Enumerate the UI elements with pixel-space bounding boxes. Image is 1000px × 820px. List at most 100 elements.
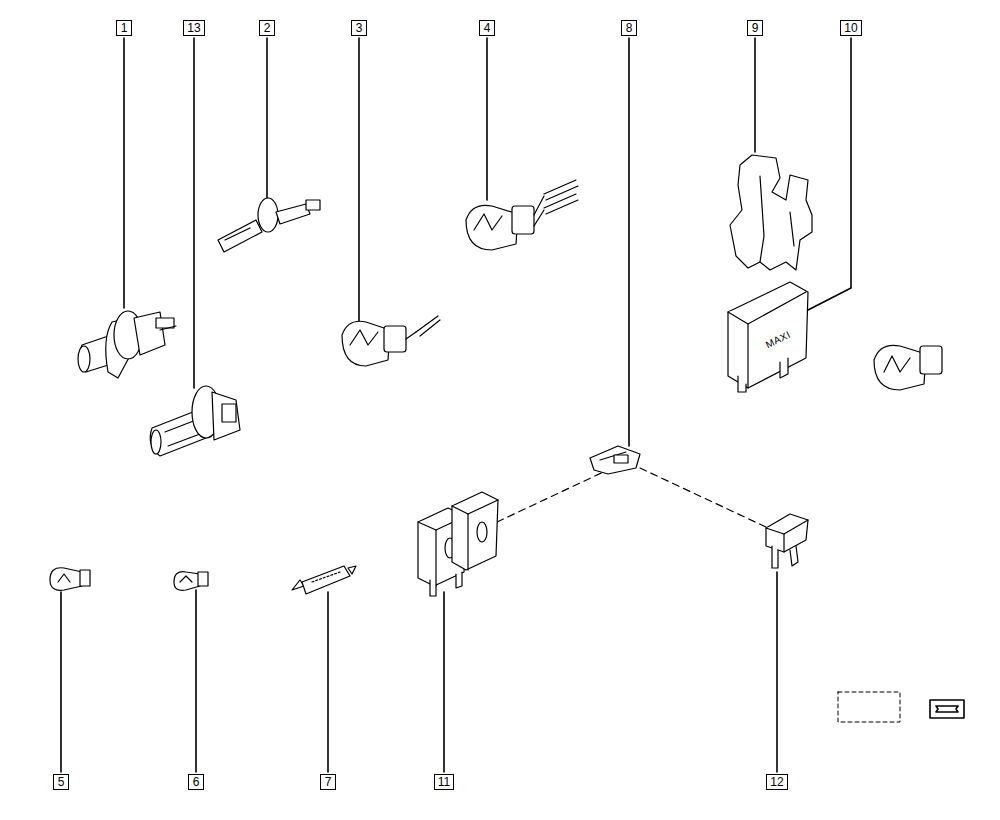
callout-number: 11 xyxy=(434,774,454,790)
mini-fuse xyxy=(790,546,798,566)
dashed-leader xyxy=(640,468,768,528)
leader-line xyxy=(808,38,851,310)
maxi-fuse xyxy=(747,324,748,388)
wedge-bulb xyxy=(198,572,208,586)
leader-line xyxy=(193,38,195,388)
blade-fuse xyxy=(477,522,487,542)
wedge-bulb xyxy=(174,572,200,591)
leader-line xyxy=(754,38,756,152)
bayonet-bulb xyxy=(874,345,942,390)
leader-line xyxy=(486,38,488,200)
leader-line xyxy=(266,38,268,198)
bayonet-bulb xyxy=(874,345,926,390)
blade-fuse xyxy=(435,530,436,586)
maxi-fuse xyxy=(728,282,808,392)
key-symbol xyxy=(838,692,900,722)
bayonet-bulb xyxy=(544,194,576,208)
h4-bulb xyxy=(212,392,240,440)
halogen-bulb xyxy=(78,311,176,378)
leader-line xyxy=(327,592,329,772)
mini-fuse xyxy=(783,534,784,552)
mini-fuse xyxy=(766,520,808,534)
h4-bulb xyxy=(150,386,240,456)
callout-number: 3 xyxy=(351,20,367,36)
halogen-bulb xyxy=(78,346,90,372)
flange-bulb xyxy=(218,198,320,252)
bayonet-bulb xyxy=(534,210,544,226)
callout-number: 7 xyxy=(320,774,336,790)
flange-bulb xyxy=(276,204,310,224)
callout-number: 9 xyxy=(747,20,763,36)
mini-fuse xyxy=(766,514,808,568)
fuse-holder-clip xyxy=(730,155,812,270)
key-symbol xyxy=(936,706,958,712)
fuse-puller xyxy=(614,455,628,463)
callout-number: 10 xyxy=(840,20,861,36)
wedge-bulb xyxy=(58,574,70,582)
callout-number: 2 xyxy=(259,20,275,36)
fuse-puller xyxy=(590,446,640,474)
key-symbol xyxy=(838,692,964,722)
fuse-holder-clip xyxy=(790,212,794,246)
maxi-fuse xyxy=(780,358,788,378)
wedge-bulb xyxy=(50,568,82,591)
h4-bulb xyxy=(222,404,236,422)
halogen-bulb xyxy=(160,326,176,330)
leader-line xyxy=(60,592,62,772)
bayonet-bulb xyxy=(420,320,440,336)
leader-line xyxy=(123,38,125,308)
callout-number: 12 xyxy=(766,774,787,790)
leader-line xyxy=(195,590,197,772)
festoon-bulb xyxy=(348,566,356,574)
h4-bulb xyxy=(168,434,200,446)
bayonet-bulb xyxy=(920,346,942,374)
leader-line xyxy=(443,592,445,772)
wedge-bulb xyxy=(174,572,208,591)
bayonet-bulb xyxy=(884,356,910,372)
bayonet-bulb xyxy=(406,332,416,339)
leader-line xyxy=(776,572,778,772)
h4-bulb xyxy=(151,430,161,454)
bayonet-bulb xyxy=(544,180,576,194)
blade-fuse xyxy=(452,500,498,514)
wedge-bulb xyxy=(180,576,192,582)
blade-fuse xyxy=(456,572,462,588)
bayonet-bulb xyxy=(384,326,406,352)
key-symbol xyxy=(930,700,964,718)
callout-number: 1 xyxy=(116,20,132,36)
bayonet-bulb xyxy=(466,205,518,250)
fuse-holder-clip xyxy=(760,176,764,262)
blade-fuse xyxy=(467,514,468,570)
maxi-fuse xyxy=(738,376,746,392)
bayonet-bulb xyxy=(546,200,578,214)
fuse-puller xyxy=(590,446,640,474)
callout-number: 4 xyxy=(479,20,495,36)
wedge-bulb xyxy=(80,570,90,586)
festoon-bulb xyxy=(292,566,356,594)
halogen-bulb xyxy=(156,318,174,328)
maxi-fuse xyxy=(728,282,808,388)
callout-number: 6 xyxy=(188,774,204,790)
flange-bulb xyxy=(225,228,250,240)
flange-bulb xyxy=(218,220,262,252)
flange-bulb xyxy=(306,200,320,210)
blade-fuse xyxy=(418,492,498,596)
callout-number: 8 xyxy=(621,20,637,36)
blade-fuse xyxy=(430,580,436,596)
bayonet-bulb xyxy=(512,206,534,234)
leader-line xyxy=(61,38,851,772)
blade-fuse xyxy=(452,492,498,570)
leader-line xyxy=(358,38,360,322)
bayonet-bulb xyxy=(342,321,390,366)
bayonet-bulb xyxy=(342,316,440,366)
festoon-bulb xyxy=(302,566,350,594)
h4-bulb xyxy=(165,420,196,432)
callout-number: 13 xyxy=(183,20,204,36)
mini-fuse xyxy=(772,546,778,568)
flange-bulb xyxy=(258,198,278,232)
bayonet-bulb xyxy=(466,180,578,250)
callout-number: 5 xyxy=(53,774,69,790)
bayonet-bulb xyxy=(474,214,502,230)
